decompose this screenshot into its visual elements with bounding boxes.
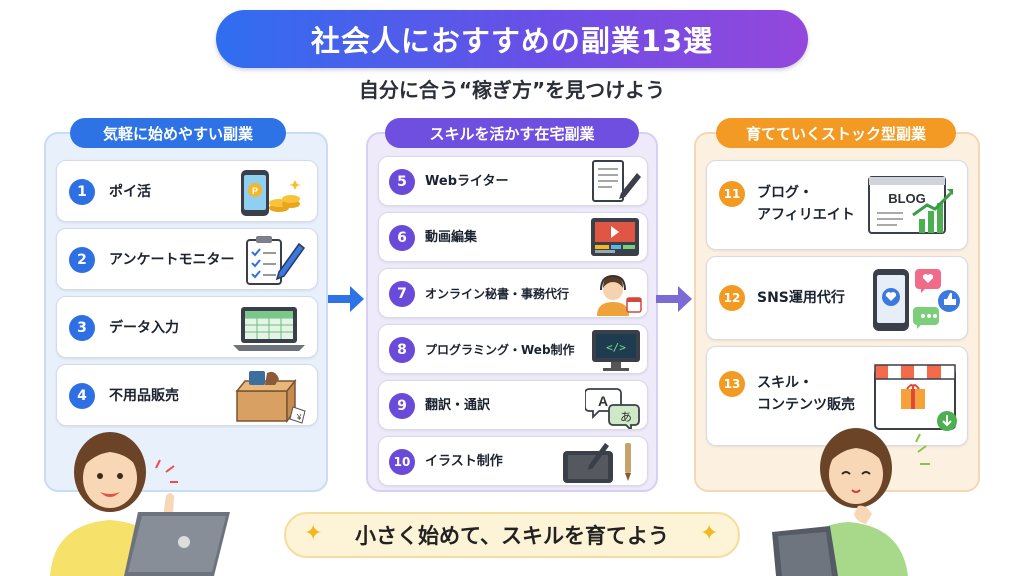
item-number: 9 xyxy=(389,393,415,419)
clipboard-checklist-icon xyxy=(246,236,306,285)
item-label: プログラミング・Web制作 xyxy=(425,343,575,357)
item-label: 翻訳・通訳 xyxy=(425,398,491,413)
footer-banner: 小さく始めて、スキルを育てよう xyxy=(284,512,740,558)
list-item: 3 データ入力 xyxy=(56,296,318,358)
column-header-easy: 気軽に始めやすい副業 xyxy=(70,118,286,148)
woman-laptop-illustration xyxy=(50,432,230,576)
column-header-skill: スキルを活かす在宅副業 xyxy=(385,118,639,148)
item-label: オンライン秘書・事務代行 xyxy=(425,287,570,301)
item-number: 12 xyxy=(719,285,745,311)
item-label: SNS運用代行 xyxy=(757,290,845,306)
page-title: 社会人におすすめの副業13選 xyxy=(216,10,808,68)
arrow-right-icon xyxy=(656,286,692,312)
list-item: 12 SNS運用代行 xyxy=(706,256,968,340)
item-number: 6 xyxy=(389,225,415,251)
arrow-right-icon xyxy=(328,286,364,312)
list-item: 9 翻訳・通訳 A あ xyxy=(378,380,648,430)
item-label: スキル・ xyxy=(757,375,813,391)
item-number: 1 xyxy=(69,179,95,205)
item-label: イラスト制作 xyxy=(425,454,503,469)
list-item: 13 スキル・ コンテンツ販売 xyxy=(706,346,968,446)
blog-text: BLOG xyxy=(888,191,926,206)
item-label: Webライター xyxy=(425,174,509,189)
item-label: 動画編集 xyxy=(425,230,478,245)
item-number: 3 xyxy=(69,315,95,341)
svg-text:あ: あ xyxy=(620,410,632,424)
list-item: 6 動画編集 xyxy=(378,212,648,262)
svg-text:¥: ¥ xyxy=(296,413,302,422)
document-pen-icon xyxy=(592,160,641,202)
column-header-stock: 育てていくストック型副業 xyxy=(716,118,956,148)
list-item: 10 イラスト制作 xyxy=(378,436,648,486)
woman-tablet-illustration xyxy=(772,428,930,576)
pen-tablet-icon xyxy=(563,443,631,483)
item-number: 5 xyxy=(389,169,415,195)
item-label: アンケートモニター xyxy=(109,252,235,268)
translation-bubbles-icon: A あ xyxy=(585,388,640,429)
list-item: 2 アンケートモニター xyxy=(56,228,318,290)
sparkle-icon: ✦ xyxy=(304,521,323,546)
footer-text: 小さく始めて、スキルを育てよう xyxy=(355,524,669,548)
item-number: 13 xyxy=(719,371,745,397)
code-monitor-icon: </> xyxy=(592,330,640,371)
item-number: 8 xyxy=(389,337,415,363)
list-item: 8 プログラミング・Web制作 </> xyxy=(378,324,648,374)
item-label: アフィリエイト xyxy=(757,207,855,223)
item-label: データ入力 xyxy=(109,320,179,336)
list-item: 5 Webライター xyxy=(378,156,648,206)
item-label: 不用品販売 xyxy=(109,388,179,404)
item-number: 7 xyxy=(389,281,415,307)
item-number: 10 xyxy=(389,449,415,475)
online-shop-icon xyxy=(874,364,957,431)
list-item: 11 ブログ・ アフィリエイト BLOG xyxy=(706,160,968,250)
item-label: コンテンツ販売 xyxy=(757,397,855,413)
item-number: 4 xyxy=(69,383,95,409)
list-item: 1 ポイ活 P xyxy=(56,160,318,222)
laptop-spreadsheet-icon xyxy=(233,307,305,351)
item-label: ポイ活 xyxy=(109,184,151,200)
video-editor-icon xyxy=(591,218,639,256)
blog-growth-icon: BLOG xyxy=(868,176,953,234)
list-item: 7 オンライン秘書・事務代行 xyxy=(378,268,648,318)
item-number: 11 xyxy=(719,181,745,207)
item-label: ブログ・ xyxy=(757,185,813,201)
phone-coins-icon: P xyxy=(241,170,301,216)
sparkle-icon: ✦ xyxy=(700,521,719,546)
svg-text:P: P xyxy=(252,186,258,196)
svg-text:A: A xyxy=(598,393,608,409)
item-number: 2 xyxy=(69,247,95,273)
social-phone-icon xyxy=(873,269,960,331)
list-item: 4 不用品販売 ¥ xyxy=(56,364,318,426)
cardboard-box-icon: ¥ xyxy=(235,371,306,424)
headset-assistant-icon xyxy=(597,274,642,316)
page-subtitle: 自分に合う“稼ぎ方”を見つけよう xyxy=(358,78,666,102)
svg-text:</>: </> xyxy=(606,341,626,354)
